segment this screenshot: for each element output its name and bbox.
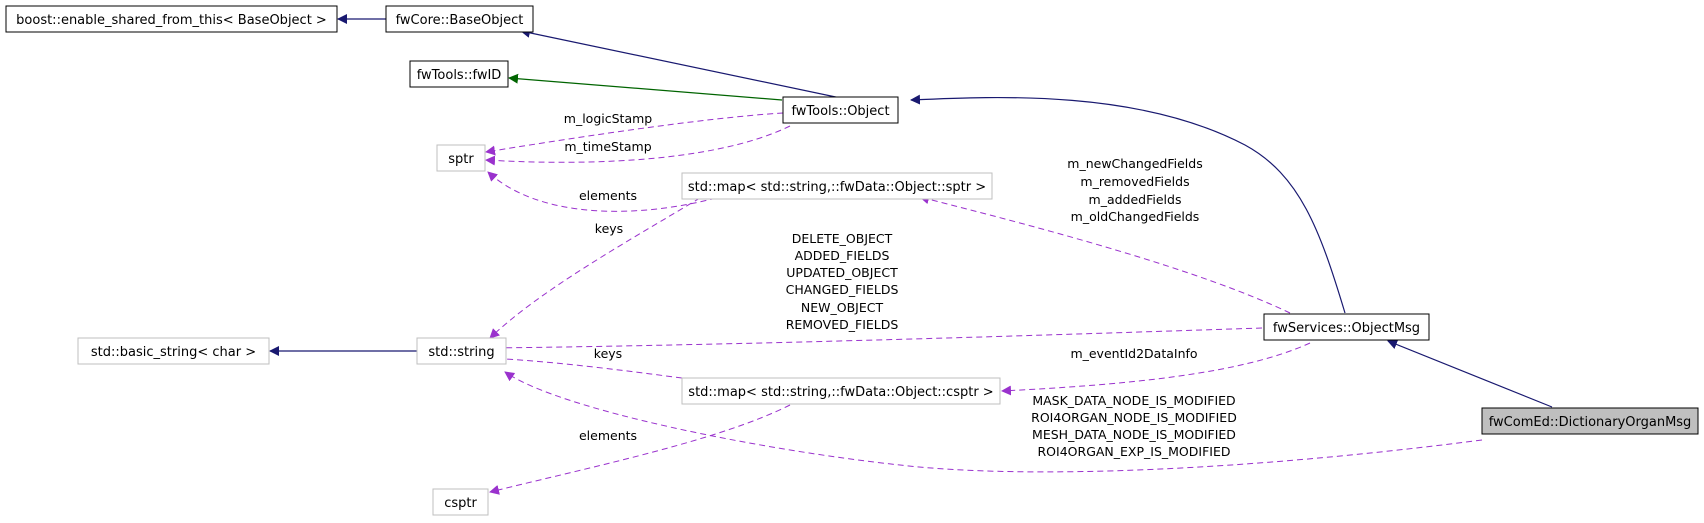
edge-dictionaryorganmsg-to-objectmsg — [1387, 339, 1553, 408]
node-fwcore-baseobject[interactable]: fwCore::BaseObject — [385, 5, 534, 33]
node-label: std::string — [428, 345, 494, 360]
label-event: CHANGED_FIELDS — [786, 282, 899, 297]
label-eventid2datainfo: m_eventId2DataInfo — [1070, 346, 1197, 361]
edge-elements-csptr — [489, 404, 791, 495]
node-label: sptr — [448, 152, 474, 167]
node-fwservices-objectmsg[interactable]: fwServices::ObjectMsg — [1263, 313, 1430, 341]
edge-logicstamp — [485, 112, 784, 156]
label-field: m_oldChangedFields — [1071, 209, 1200, 224]
edge-objectmsg-to-object — [910, 94, 1346, 314]
edge-keys-csptr — [489, 353, 683, 379]
edge-organ-events — [504, 371, 1483, 473]
node-std-map-sptr[interactable]: std::map< std::string,::fwData::Object::… — [681, 172, 993, 200]
edge-elements-sptr — [487, 171, 717, 212]
node-sptr[interactable]: sptr — [436, 144, 486, 172]
node-label: boost::enable_shared_from_this< BaseObje… — [16, 13, 327, 28]
node-std-string[interactable]: std::string — [416, 337, 507, 365]
node-label: fwCore::BaseObject — [396, 13, 524, 28]
node-label: std::map< std::string,::fwData::Object::… — [688, 180, 986, 195]
edge-object-to-fwid — [508, 73, 783, 101]
node-label: std::basic_string< char > — [91, 345, 256, 360]
label-event: ADDED_FIELDS — [795, 248, 890, 263]
edge-keys-sptr — [489, 197, 701, 339]
label-event: UPDATED_OBJECT — [786, 265, 898, 280]
node-std-map-csptr[interactable]: std::map< std::string,::fwData::Object::… — [681, 377, 1001, 405]
label-organ-events-group: MASK_DATA_NODE_IS_MODIFIED ROI4ORGAN_NOD… — [1031, 393, 1237, 459]
node-std-basic-string[interactable]: std::basic_string< char > — [77, 337, 270, 365]
label-organ-event: MESH_DATA_NODE_IS_MODIFIED — [1032, 427, 1236, 442]
label-event: NEW_OBJECT — [801, 300, 884, 315]
label-organ-event: MASK_DATA_NODE_IS_MODIFIED — [1032, 393, 1235, 408]
label-logicstamp: m_logicStamp — [564, 111, 652, 126]
label-field: m_addedFields — [1089, 192, 1182, 207]
label-field: m_removedFields — [1080, 174, 1189, 189]
edge-object-to-baseobject — [520, 27, 851, 101]
label-fields-group: m_newChangedFields m_removedFields m_add… — [1067, 156, 1202, 224]
label-event: DELETE_OBJECT — [792, 231, 893, 246]
node-fwtools-object[interactable]: fwTools::Object — [782, 96, 899, 124]
node-label: csptr — [444, 496, 477, 511]
node-label: fwTools::Object — [791, 104, 889, 119]
edges — [269, 14, 1553, 495]
node-label: fwTools::fwID — [417, 68, 502, 83]
node-label: std::map< std::string,::fwData::Object::… — [688, 385, 993, 400]
edge-labels: m_logicStamp m_timeStamp elements keys m… — [564, 111, 1237, 459]
edge-timestamp — [485, 125, 791, 166]
node-label: fwComEd::DictionaryOrganMsg — [1489, 415, 1692, 430]
edge-eventid2datainfo — [1001, 342, 1311, 396]
label-field: m_newChangedFields — [1067, 156, 1202, 171]
node-fwtools-fwid[interactable]: fwTools::fwID — [409, 60, 509, 88]
node-csptr[interactable]: csptr — [432, 488, 489, 516]
label-event: REMOVED_FIELDS — [786, 317, 899, 332]
label-organ-event: ROI4ORGAN_EXP_IS_MODIFIED — [1038, 444, 1231, 459]
node-boost-enable-shared-from-this[interactable]: boost::enable_shared_from_this< BaseObje… — [5, 5, 338, 33]
edge-fields — [919, 194, 1291, 314]
nodes: boost::enable_shared_from_this< BaseObje… — [5, 5, 1699, 516]
label-events-group: DELETE_OBJECT ADDED_FIELDS UPDATED_OBJEC… — [786, 231, 899, 332]
node-fwcomed-dictionaryorganmsg[interactable]: fwComEd::DictionaryOrganMsg — [1481, 407, 1699, 435]
label-organ-event: ROI4ORGAN_NODE_IS_MODIFIED — [1031, 410, 1237, 425]
label-timestamp: m_timeStamp — [564, 139, 651, 154]
label-keys-sptr: keys — [595, 221, 623, 236]
label-elements-sptr: elements — [579, 188, 637, 203]
node-label: fwServices::ObjectMsg — [1273, 321, 1420, 336]
label-elements-csptr: elements — [579, 428, 637, 443]
label-keys-csptr: keys — [594, 346, 622, 361]
